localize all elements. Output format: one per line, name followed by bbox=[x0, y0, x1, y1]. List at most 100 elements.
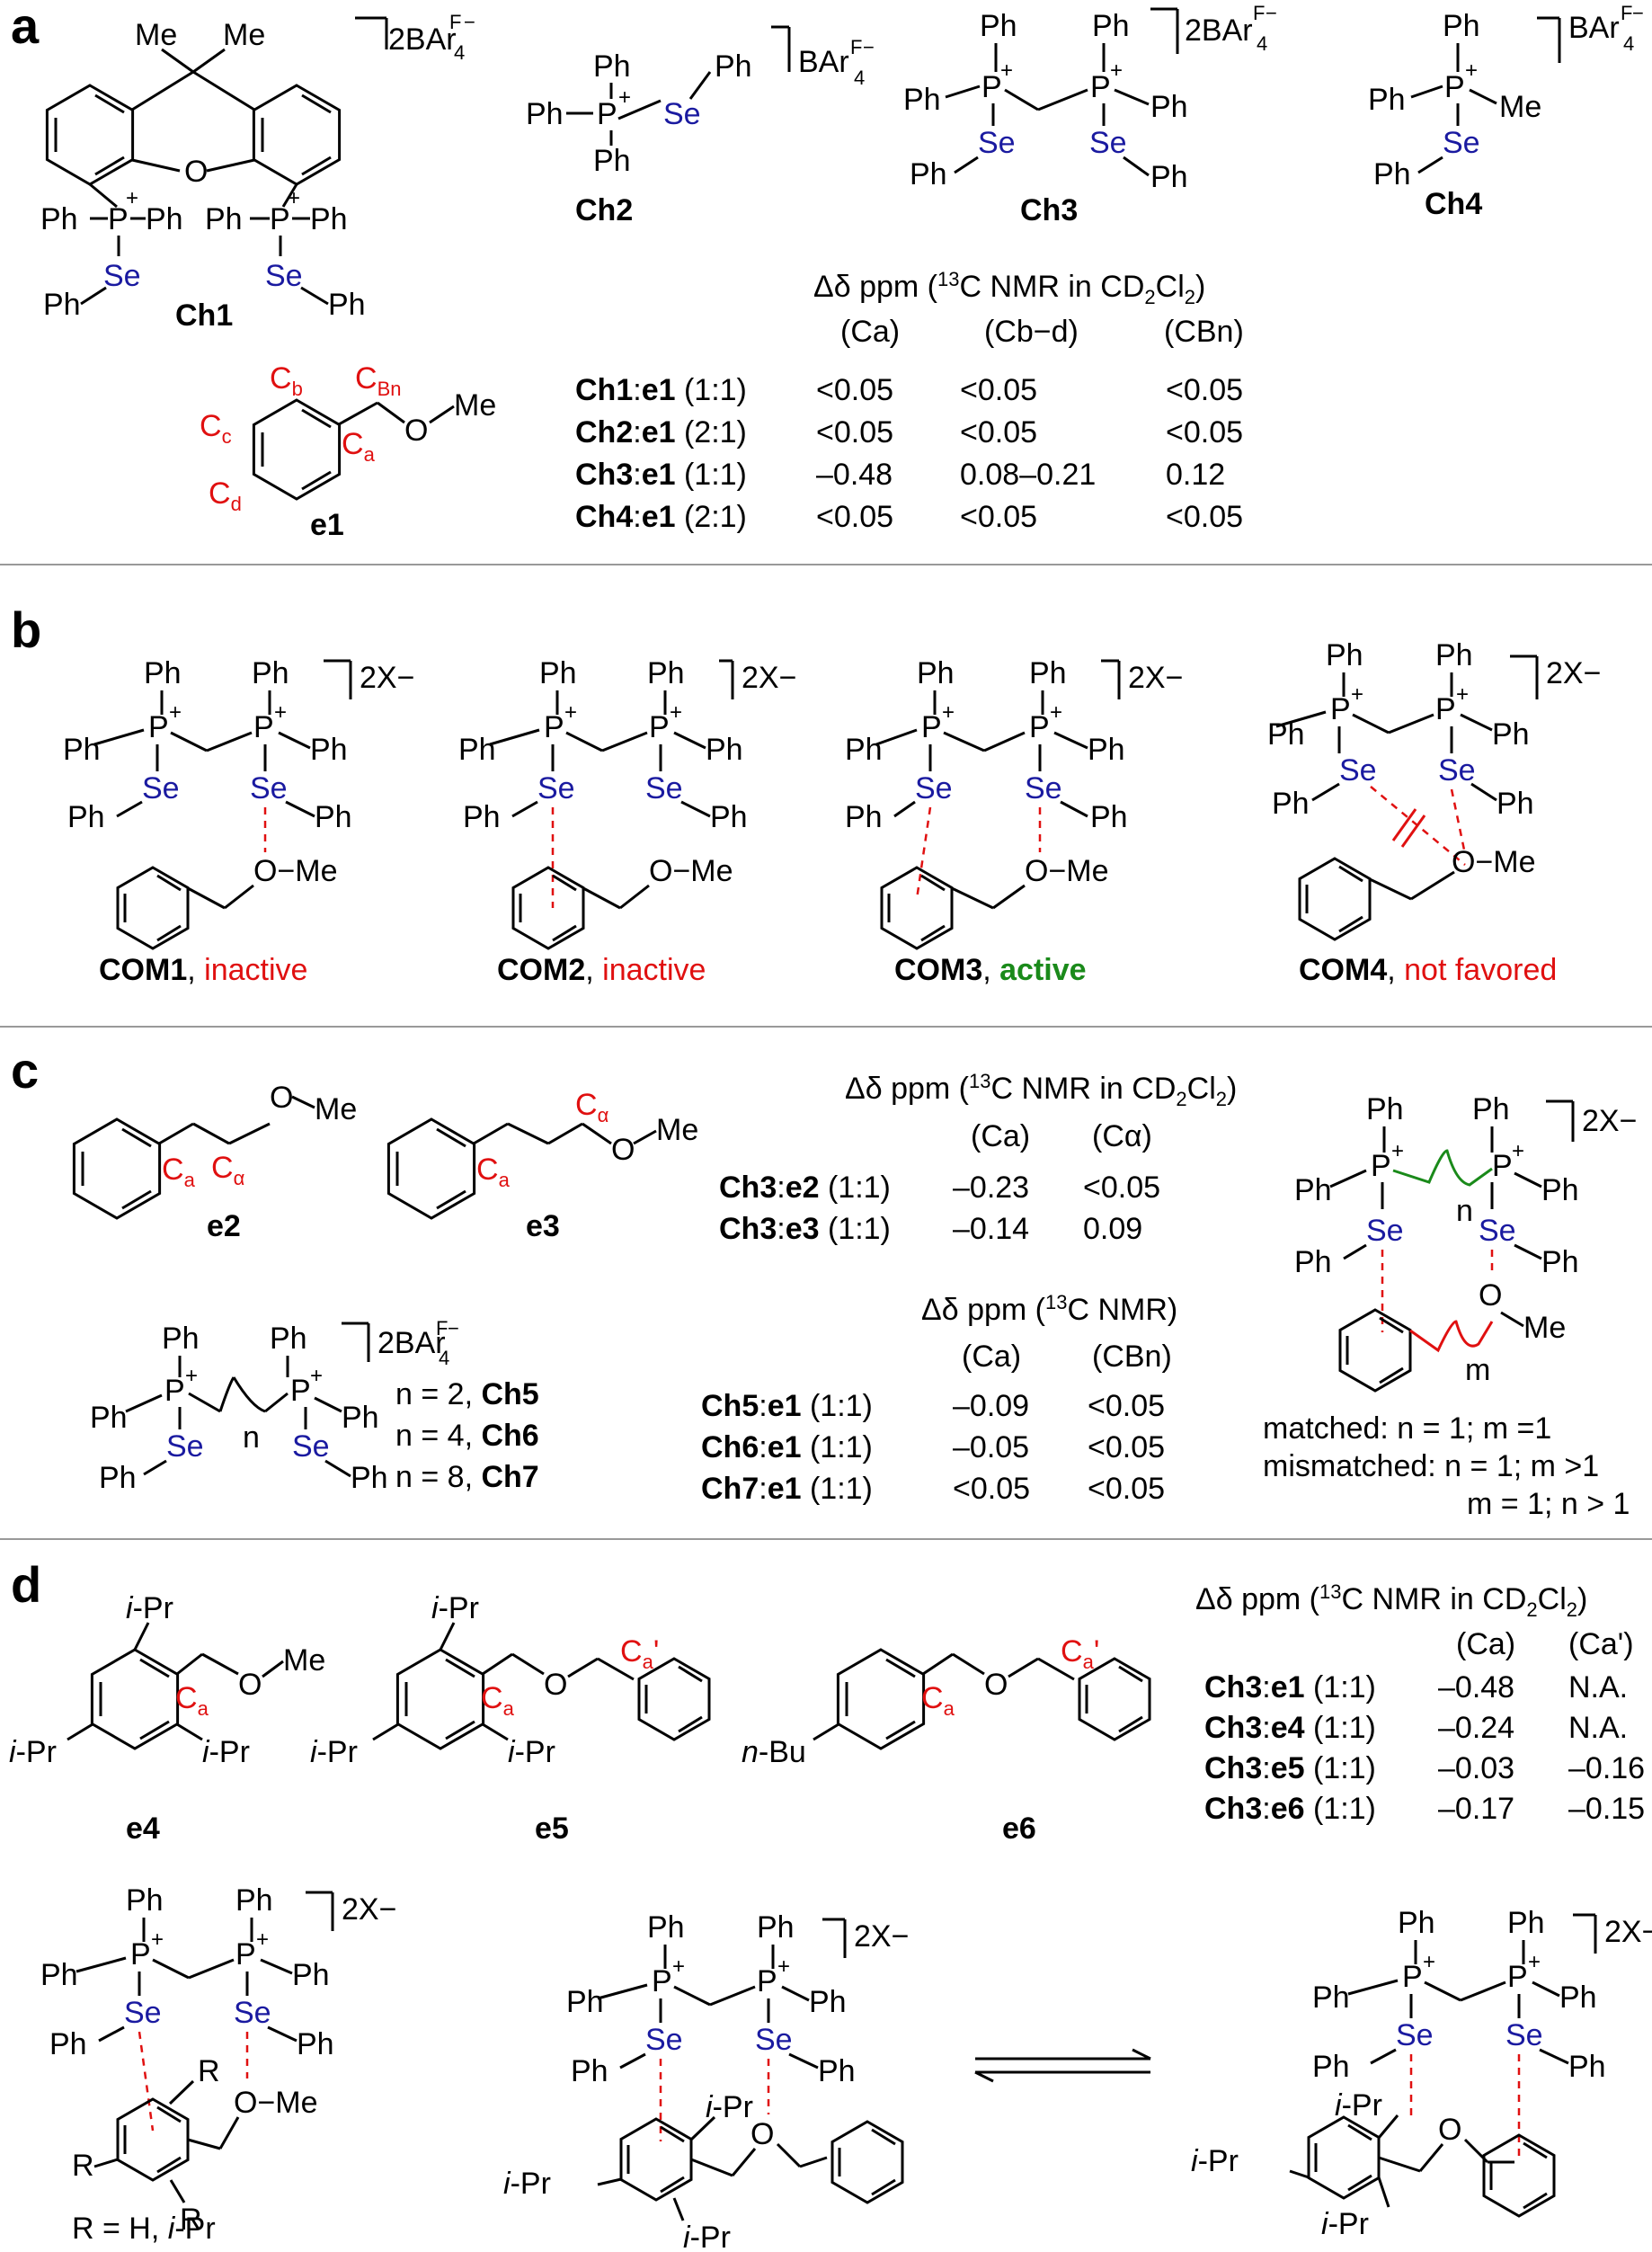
table-cell-ca: –0.09 bbox=[953, 1389, 1029, 1423]
charge-plus: + bbox=[942, 700, 955, 725]
charge-plus: + bbox=[288, 186, 300, 210]
atom-ph: Ph bbox=[1150, 90, 1188, 124]
table-row-pair: Ch3:e1 (1:1) bbox=[1204, 1670, 1376, 1705]
structure-e6: n-Bu O Ca Ca' e6 bbox=[742, 1634, 1151, 1846]
complex-com3: Ph P + Ph Ph P + Ph Se Ph Se Ph O−Me 2X− bbox=[845, 656, 1183, 950]
compound-label-e6: e6 bbox=[1002, 1811, 1036, 1846]
r-definition: R = H, i-Pr bbox=[72, 2212, 216, 2246]
atom-se: Se bbox=[142, 771, 180, 806]
charge-plus: + bbox=[169, 700, 182, 725]
counterion-4: 4 bbox=[1257, 32, 1267, 55]
atom-ph: Ph bbox=[1497, 787, 1534, 821]
atom-se: Se bbox=[103, 259, 141, 293]
atom-p: P bbox=[235, 1937, 256, 1972]
column-header: (Ca) bbox=[1456, 1627, 1515, 1661]
panel-label-a: a bbox=[11, 0, 40, 54]
atom-ph: Ph bbox=[1294, 1173, 1332, 1207]
atom-me: Me bbox=[1499, 90, 1541, 124]
atom-ph: Ph bbox=[1029, 656, 1067, 690]
charge-plus: + bbox=[151, 1927, 164, 1952]
atom-ph: Ph bbox=[205, 202, 243, 236]
atom-se: Se bbox=[124, 1996, 162, 2030]
table-cell-cbd: <0.05 bbox=[960, 373, 1037, 407]
carbon-label-cbn: CBn bbox=[355, 361, 401, 400]
atom-ph: Ph bbox=[1312, 2050, 1350, 2084]
atom-ph: Ph bbox=[818, 2054, 856, 2088]
column-header: (CBn) bbox=[1092, 1340, 1172, 1374]
chain-m: m bbox=[1465, 1353, 1490, 1387]
atom-p: P bbox=[1444, 70, 1465, 104]
atom-p: P bbox=[1371, 1149, 1391, 1183]
atom-o: O bbox=[238, 1668, 262, 1702]
substituent-r: R bbox=[198, 2054, 220, 2088]
atom-p: P bbox=[290, 1374, 311, 1408]
compound-label-e4: e4 bbox=[126, 1811, 160, 1846]
structure-general-complex: Ph P + Ph n Ph P + Ph Se Ph Se Ph O m Me… bbox=[1294, 1092, 1637, 1393]
column-header: (Cα) bbox=[1092, 1119, 1152, 1153]
table-cell-calpha: <0.05 bbox=[1083, 1171, 1160, 1205]
atom-p: P bbox=[1029, 710, 1050, 744]
carbon-label-ca: Ca bbox=[175, 1681, 209, 1720]
column-header: (CBn) bbox=[1164, 315, 1244, 349]
atom-ph: Ph bbox=[43, 288, 81, 322]
column-header: (Ca) bbox=[962, 1340, 1021, 1374]
chain-n: n bbox=[243, 1420, 260, 1455]
atom-ph: Ph bbox=[351, 1461, 388, 1495]
table-cell-cbd: 0.08–0.21 bbox=[960, 458, 1096, 492]
charge-plus: + bbox=[1000, 58, 1013, 83]
atom-ph: Ph bbox=[1366, 1092, 1404, 1126]
table-row-pair: Ch5:e1 (1:1) bbox=[701, 1389, 873, 1423]
structure-ch2: Ph Ph P + Ph Se Ph BAr F − 4 Ch2 bbox=[526, 25, 875, 227]
counterion-barf: BAr bbox=[1568, 11, 1620, 45]
carbon-label-cb: Cb bbox=[270, 361, 303, 400]
complex-d2: Ph P + Ph Ph P + Ph Se Ph Se Ph i-Pr i-P… bbox=[503, 1910, 909, 2252]
atom-ph: Ph bbox=[1373, 157, 1411, 191]
substituent-ipr: i-Pr bbox=[431, 1591, 479, 1625]
atom-p: P bbox=[597, 97, 617, 131]
table-cell-cbd: <0.05 bbox=[960, 500, 1037, 534]
atom-ome: O−Me bbox=[649, 854, 733, 888]
structure-e1: O Me Cb CBn Cc Ca Cd e1 bbox=[200, 361, 496, 542]
atom-ph: Ph bbox=[40, 202, 78, 236]
substituent-ipr: i-Pr bbox=[1191, 2144, 1239, 2178]
carbon-label-ca: Ca bbox=[476, 1153, 511, 1191]
structure-e2: O Me Ca Cα e2 bbox=[72, 1081, 357, 1243]
atom-me: Me bbox=[315, 1092, 357, 1126]
atom-o: O bbox=[184, 155, 208, 189]
atom-ome: O−Me bbox=[1452, 845, 1536, 879]
nmr-table-c1: Δδ ppm (13C NMR in CD2Cl2) (Ca) (Cα) Ch3… bbox=[719, 1070, 1237, 1246]
table-cell-ca: –0.17 bbox=[1438, 1792, 1514, 1826]
atom-ph: Ph bbox=[910, 157, 947, 191]
compound-label-e3: e3 bbox=[526, 1209, 560, 1243]
charge-plus: + bbox=[256, 1927, 269, 1952]
substituent-r: R bbox=[72, 2149, 94, 2183]
atom-se: Se bbox=[234, 1996, 271, 2030]
atom-ph: Ph bbox=[1398, 1906, 1435, 1940]
table-cell-cbd: <0.05 bbox=[960, 415, 1037, 450]
counterion-4: 4 bbox=[454, 41, 465, 64]
nmr-table-a: Δδ ppm (13C NMR in CD2Cl2) (Ca) (Cb−d) (… bbox=[575, 268, 1244, 534]
compound-label-e1: e1 bbox=[310, 508, 344, 542]
counterion-2x: 2X− bbox=[854, 1919, 909, 1954]
atom-se: Se bbox=[265, 259, 303, 293]
atom-me: Me bbox=[283, 1643, 325, 1678]
table-row-pair: Ch3:e2 (1:1) bbox=[719, 1171, 891, 1205]
atom-ph: Ph bbox=[235, 1883, 273, 1918]
table-row-pair: Ch6:e1 (1:1) bbox=[701, 1430, 873, 1464]
atom-se: Se bbox=[915, 771, 953, 806]
atom-ph: Ph bbox=[99, 1461, 137, 1495]
charge-plus: + bbox=[1512, 1139, 1524, 1163]
atom-ph: Ph bbox=[1541, 1173, 1579, 1207]
column-header: (Cb−d) bbox=[984, 315, 1079, 349]
counterion-f: F bbox=[449, 11, 461, 33]
table-cell-caprime: N.A. bbox=[1568, 1711, 1628, 1745]
table-row-pair: Ch7:e1 (1:1) bbox=[701, 1472, 873, 1506]
atom-ph: Ph bbox=[710, 800, 748, 834]
atom-o: O bbox=[751, 2117, 774, 2151]
atom-ph: Ph bbox=[63, 733, 101, 767]
atom-se: Se bbox=[645, 771, 683, 806]
atom-ph: Ph bbox=[1088, 733, 1125, 767]
atom-se: Se bbox=[166, 1429, 204, 1464]
charge-plus: + bbox=[1465, 58, 1478, 83]
com-label-2: COM2, inactive bbox=[497, 953, 706, 987]
